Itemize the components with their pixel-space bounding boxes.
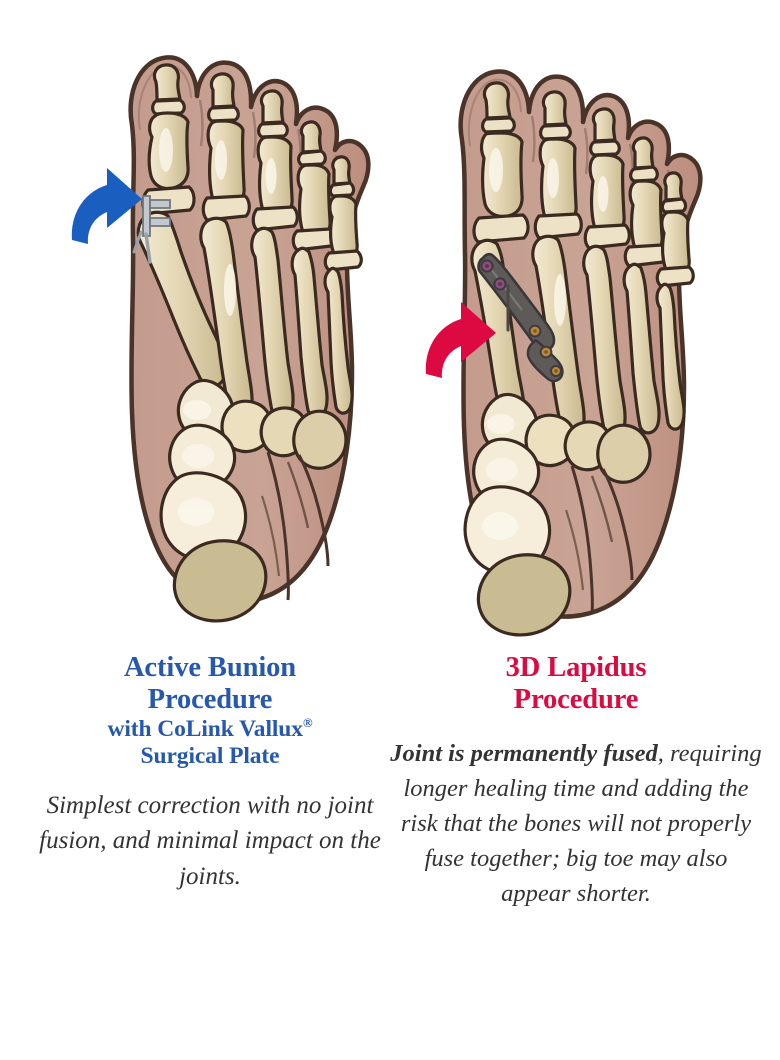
left-foot-figure: [0, 0, 390, 640]
left-column: Active Bunion Procedure with CoLink Vall…: [30, 652, 390, 894]
left-heading-line4: Surgical Plate: [140, 742, 280, 769]
right-heading-line1: 3D Lapidus: [505, 652, 647, 683]
right-body-rest: , requiring longer healing time and addi…: [400, 740, 762, 907]
left-heading-line1: Active Bunion: [123, 652, 297, 683]
right-body-text: Joint is permanently fused, requiring lo…: [390, 737, 762, 911]
left-heading: Active Bunion Procedure with CoLink Vall…: [30, 652, 390, 770]
blue-pointer-arrow: [71, 168, 142, 244]
left-foot-skeleton: [136, 63, 363, 423]
left-body-text: Simplest correction with no joint fusion…: [39, 791, 381, 890]
lapidus-fusion-plate: [477, 252, 564, 383]
left-foot-tarsals: [159, 379, 348, 623]
red-pointer-arrow: [425, 302, 496, 378]
right-foot-figure: [390, 0, 780, 640]
left-heading-line3: with CoLink Vallux®: [30, 716, 390, 743]
right-foot-highlights: [482, 148, 609, 540]
right-column: 3D Lapidus Procedure Joint is permanentl…: [390, 652, 762, 911]
registered-trademark-icon: ®: [302, 715, 313, 731]
right-body-lead: Joint is permanently fused: [390, 740, 658, 768]
right-heading: 3D Lapidus Procedure: [390, 652, 762, 716]
left-heading-line2: Procedure: [147, 684, 273, 716]
right-heading-line2: Procedure: [513, 684, 639, 716]
left-heading-product: with CoLink Vallux: [107, 716, 304, 743]
left-foot-highlights: [159, 128, 277, 526]
colink-vallux-surgical-plate: [132, 195, 171, 264]
illustrations-row: [0, 0, 780, 640]
